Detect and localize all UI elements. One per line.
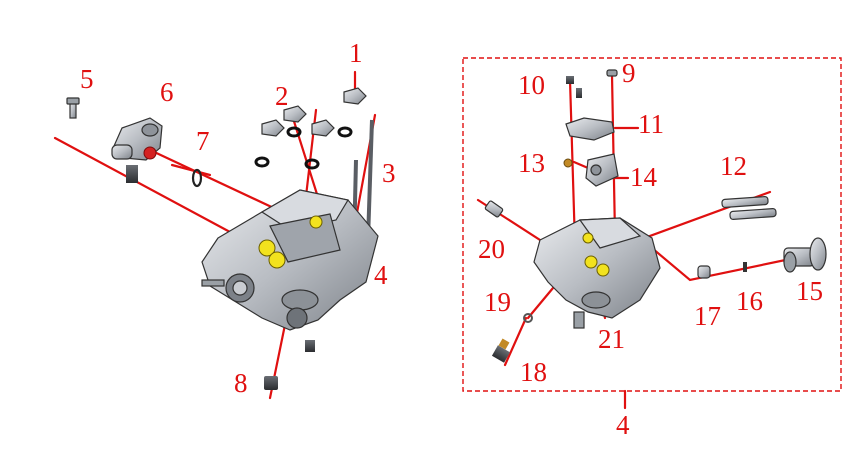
callout-label-20: 20 — [478, 234, 505, 264]
rocker-arm-part-14 — [585, 153, 619, 187]
callout-label-11: 11 — [638, 109, 664, 139]
callout-label-16: 16 — [736, 286, 763, 316]
leader-line — [638, 236, 797, 282]
ring-part-16 — [743, 262, 747, 272]
temperature-sensor-part-18 — [491, 338, 511, 363]
washer-part-19 — [523, 313, 533, 323]
dashed-group-box — [462, 57, 842, 392]
callout-label-3: 3 — [382, 158, 396, 188]
cover-plate-part-11 — [565, 117, 615, 141]
callout-label-15: 15 — [796, 276, 823, 306]
callout-label-8: 8 — [234, 368, 248, 398]
callout-label-17: 17 — [694, 301, 721, 331]
bolt-part-9 — [606, 69, 618, 77]
callout-label-10: 10 — [518, 70, 545, 100]
right-assembly: 10 9 11 13 14 12 20 19 18 21 17 16 15 4 — [462, 57, 842, 440]
callout-label-4: 4 — [374, 260, 388, 290]
bushing-part-17 — [697, 265, 711, 279]
leader-line — [53, 136, 232, 234]
leader-line — [170, 163, 212, 177]
shaft-pins-part-12 — [721, 196, 777, 220]
left-assembly: 5 6 7 2 1 3 4 8 — [53, 38, 396, 400]
callout-label-7: 7 — [196, 126, 210, 156]
plug-part-8 — [264, 340, 315, 390]
callout-label-5: 5 — [80, 64, 94, 94]
sensor-part-20 — [484, 200, 504, 218]
cylinder-head-part-21 — [533, 217, 661, 329]
callout-label-1: 1 — [349, 38, 363, 68]
leader-line — [503, 316, 528, 367]
callout-label-19: 19 — [484, 287, 511, 317]
leader-line — [526, 280, 560, 320]
adjuster-part-13 — [563, 158, 573, 168]
cap-nuts-part-1-2 — [254, 87, 367, 170]
callout-label-13: 13 — [518, 148, 545, 178]
camshaft-part-15 — [783, 237, 827, 273]
bolt-part-5 — [66, 97, 80, 119]
leader-line — [572, 160, 590, 170]
leader-line — [568, 78, 577, 247]
callout-label-18: 18 — [520, 357, 547, 387]
o-ring-part-7 — [191, 168, 203, 188]
callout-label-4-group: 4 — [616, 410, 630, 440]
callout-label-14: 14 — [630, 162, 658, 192]
callout-label-12: 12 — [720, 151, 747, 181]
callout-label-2: 2 — [275, 81, 289, 111]
callout-label-21: 21 — [598, 324, 625, 354]
callout-label-9: 9 — [622, 58, 636, 88]
bolt-part-10 — [566, 76, 582, 98]
cylinder-head-part-4 — [201, 189, 379, 331]
thermostat-housing-part-6 — [111, 117, 163, 183]
callout-label-6: 6 — [160, 77, 174, 107]
